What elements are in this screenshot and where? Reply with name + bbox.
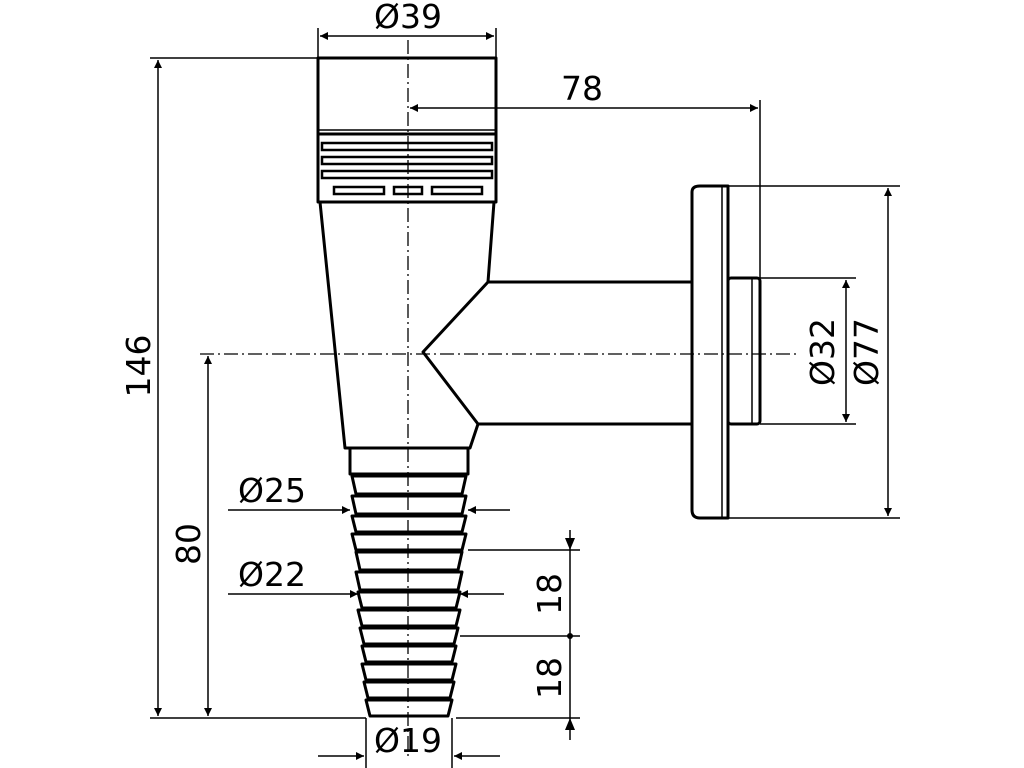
dimension-labels: Ø39 78 146 80 Ø32 Ø77 Ø25 Ø22 18 18 Ø19: [119, 0, 886, 760]
hose-connector: [348, 446, 470, 718]
tapered-body: [318, 200, 700, 450]
top-cap: [316, 56, 498, 136]
dim-total-height: 146: [119, 335, 158, 398]
dim-step-upper: 18: [530, 573, 569, 615]
dim-outlet-diameter: Ø32: [803, 318, 842, 386]
dimension-lines: [150, 28, 900, 768]
dim-hose-large: Ø25: [238, 471, 306, 510]
dim-top-diameter: Ø39: [374, 0, 442, 36]
siphon-body: [316, 56, 762, 718]
dim-flange-diameter: Ø77: [847, 318, 886, 386]
dim-lower-height: 80: [169, 523, 208, 565]
dim-hose-medium: Ø22: [238, 555, 306, 594]
outlet-spigot: [726, 276, 762, 426]
dim-offset: 78: [561, 69, 603, 108]
center-lines: [200, 40, 800, 760]
dim-bottom-diameter: Ø19: [374, 721, 442, 760]
dim-step-lower: 18: [530, 657, 569, 699]
